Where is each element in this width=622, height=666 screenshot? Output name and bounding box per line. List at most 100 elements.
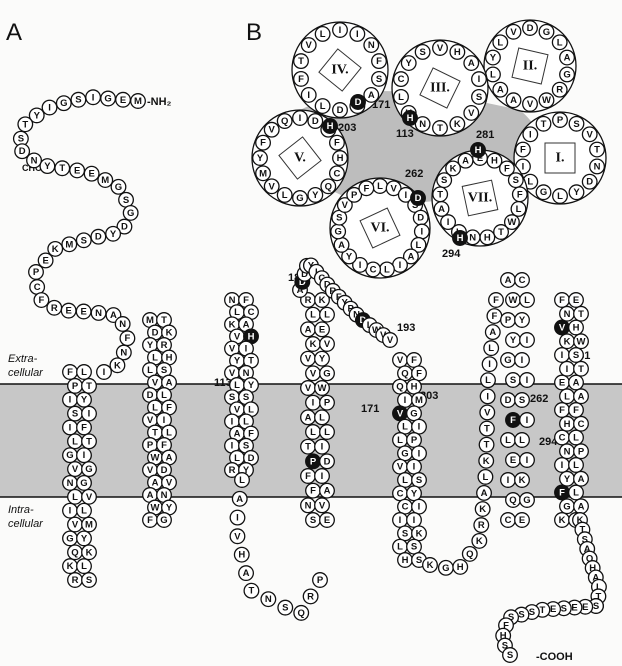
svg-text:G: G	[115, 182, 122, 193]
svg-text:E: E	[519, 515, 525, 526]
tm5-10: L	[398, 419, 413, 434]
svg-text:A: A	[243, 319, 250, 330]
wheel-7-res-3: S	[509, 173, 524, 188]
wheel-3-res-7: T	[433, 121, 448, 136]
tm6-25: E	[515, 513, 530, 528]
wheel-3-res-6: K	[450, 117, 465, 132]
svg-text:I: I	[399, 260, 402, 271]
svg-text:T: T	[578, 309, 584, 320]
il2-5: A	[239, 566, 254, 581]
n-tail-15: E	[84, 166, 99, 181]
label-b-262: 262	[405, 168, 423, 180]
svg-text:G: G	[160, 515, 167, 526]
wheel-6-res-9: L	[380, 262, 395, 277]
svg-text:L: L	[324, 310, 330, 321]
helix-wheel-label-1: I.	[556, 151, 565, 166]
svg-text:Y: Y	[34, 110, 41, 121]
svg-text:T: T	[437, 189, 443, 200]
tm5-24: I	[393, 513, 408, 528]
il2-0: L	[235, 473, 250, 488]
svg-text:A: A	[234, 429, 241, 440]
svg-text:L: L	[234, 380, 240, 391]
svg-text:M: M	[259, 168, 267, 179]
svg-text:L: L	[516, 204, 522, 215]
n-tail-14: E	[70, 163, 85, 178]
svg-text:I: I	[447, 217, 450, 228]
il3-6: K	[475, 502, 490, 517]
svg-text:D: D	[337, 105, 344, 116]
wheel-3-res-12: Y	[401, 56, 416, 71]
tm1-29: L	[77, 559, 92, 574]
tm4-20: T	[301, 439, 316, 454]
svg-text:C: C	[370, 264, 377, 275]
svg-text:S: S	[441, 175, 447, 186]
svg-text:T: T	[305, 442, 311, 453]
tm4-23: D	[320, 454, 335, 469]
tm5-6: I	[398, 393, 413, 408]
svg-text:D: D	[147, 390, 154, 401]
n-tail-11: N	[27, 153, 42, 168]
svg-text:F: F	[67, 367, 73, 378]
svg-text:N: N	[243, 368, 250, 379]
il3-12: V	[480, 405, 495, 420]
wheel-5-res-12: Y	[253, 151, 268, 166]
wheel-5-res-3: F	[330, 135, 345, 150]
svg-text:H: H	[573, 323, 580, 334]
tm4-5: E	[315, 322, 330, 337]
tm7-9: S	[569, 348, 584, 363]
tm7-12: E	[555, 375, 570, 390]
svg-text:L: L	[397, 435, 403, 446]
svg-text:G: G	[66, 533, 73, 544]
tm5-12: L	[393, 433, 408, 448]
svg-text:N: N	[419, 119, 426, 130]
tm2-32: F	[143, 513, 158, 528]
svg-text:G: G	[323, 368, 330, 379]
tm4-31: E	[320, 513, 335, 528]
svg-text:H: H	[248, 331, 255, 342]
svg-text:R: R	[307, 591, 314, 602]
svg-text:I: I	[312, 398, 315, 409]
svg-text:C: C	[397, 488, 404, 499]
n-tail-16: M	[98, 173, 113, 188]
svg-text:I: I	[307, 90, 310, 101]
svg-text:D: D	[312, 116, 319, 127]
tm5-14: G	[398, 446, 413, 461]
n-tail-35: N	[115, 317, 130, 332]
tm5-13: P	[407, 433, 422, 448]
tm5-1: F	[407, 353, 422, 368]
il3-15: I	[482, 357, 497, 372]
svg-text:L: L	[239, 475, 245, 486]
svg-text:L: L	[557, 37, 563, 48]
tm7-10: I	[560, 361, 575, 376]
svg-text:I: I	[478, 74, 481, 85]
tm4-15: P	[320, 395, 335, 410]
svg-text:F: F	[310, 486, 316, 497]
wheel-5-res-0: I	[293, 111, 308, 126]
wheel-1-res-4: N	[590, 159, 605, 174]
tm7-29: L	[569, 485, 584, 500]
svg-text:I: I	[299, 113, 302, 124]
svg-text:P: P	[324, 398, 331, 409]
tm1-25: Y	[77, 531, 92, 546]
svg-text:I: I	[231, 416, 234, 427]
svg-text:F: F	[559, 488, 565, 499]
tm6-3: L	[520, 293, 535, 308]
wheel-1-res-2: V	[582, 127, 597, 142]
svg-text:P: P	[72, 381, 79, 392]
tm6-22: Q	[506, 493, 521, 508]
svg-text:P: P	[411, 435, 418, 446]
wheel-2-res-8: A	[506, 93, 521, 108]
wheel-5-res-6: Q	[321, 179, 336, 194]
tm1-24: G	[63, 531, 78, 546]
svg-text:H: H	[475, 145, 482, 156]
svg-text:A: A	[578, 391, 585, 402]
wheel-1-res-5: D	[582, 174, 597, 189]
svg-text:P: P	[557, 115, 564, 126]
tm4-7: V	[320, 337, 335, 352]
tm7-4: V	[555, 320, 570, 335]
svg-text:F: F	[493, 295, 499, 306]
svg-text:F: F	[305, 471, 311, 482]
svg-text:Y: Y	[234, 356, 241, 367]
